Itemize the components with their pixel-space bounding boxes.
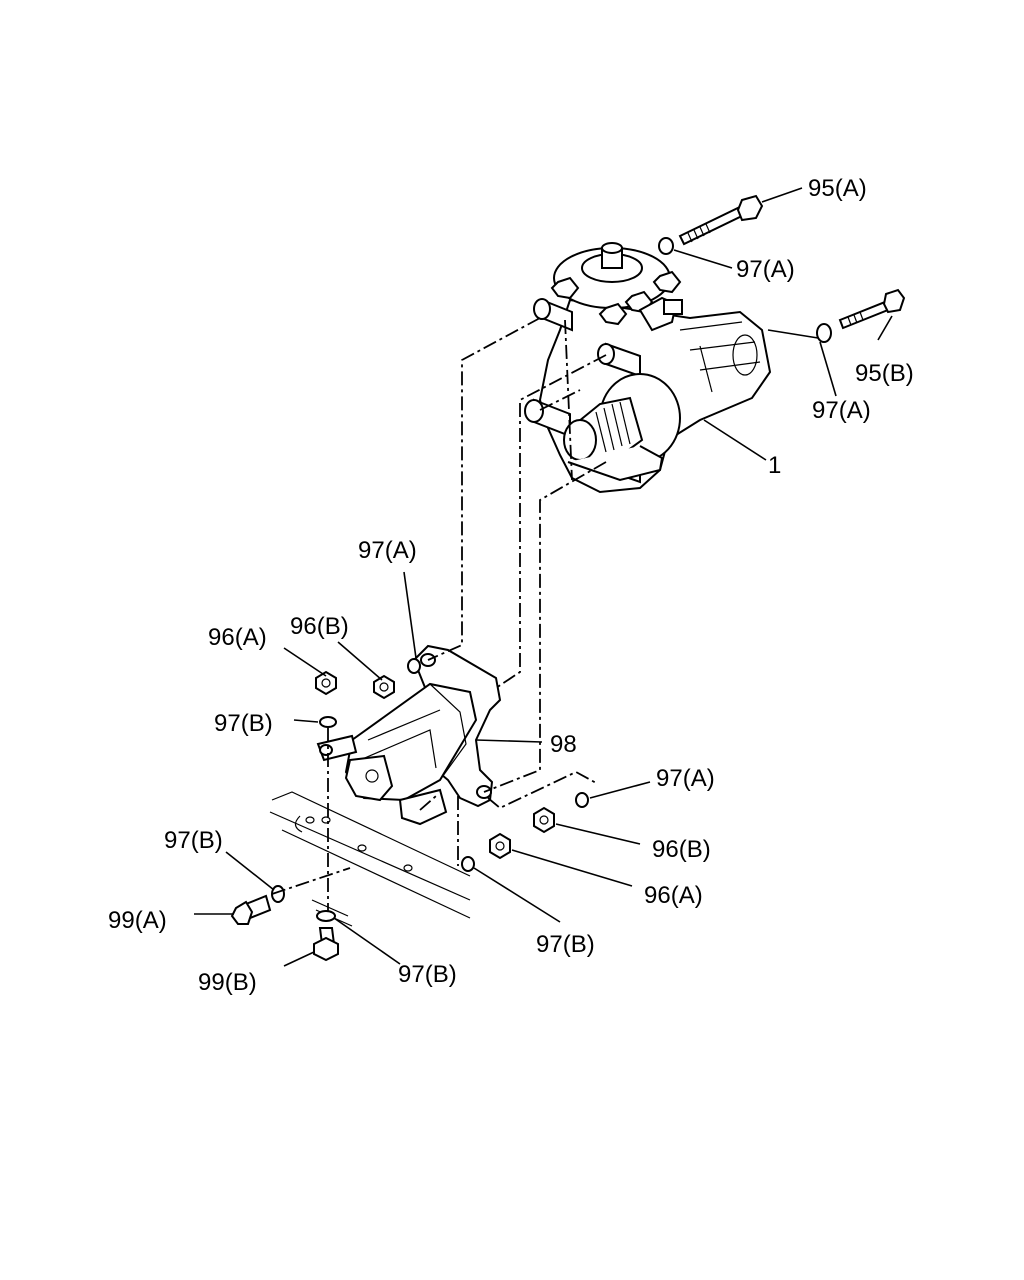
nut-96b-left: [373, 674, 395, 700]
label-1: 1: [768, 452, 781, 479]
label-99a: 99(A): [108, 907, 167, 934]
label-97b-bottom: 97(B): [398, 961, 457, 988]
label-96a-right: 96(A): [644, 882, 703, 909]
washer-97a-right-lower: [575, 792, 589, 808]
part-labels: 95(A) 97(A) 95(B) 97(A) 1 97(A) 96(A) 96…: [108, 175, 914, 996]
label-96b-left: 96(B): [290, 613, 349, 640]
steering-gear-box: [524, 242, 772, 494]
label-97a-right: 97(A): [812, 397, 871, 424]
label-99b: 99(B): [198, 969, 257, 996]
label-95b: 95(B): [855, 360, 914, 387]
label-97a-lower: 97(A): [656, 765, 715, 792]
leader-lines: [194, 187, 893, 967]
label-97b-right: 97(B): [536, 931, 595, 958]
label-97b-top: 97(B): [214, 710, 273, 737]
washer-97b-right: [461, 856, 475, 872]
washer-97a-right: [816, 323, 832, 343]
nut-96b-right: [533, 806, 555, 834]
bolt-99a: [230, 894, 272, 925]
label-95a: 95(A): [808, 175, 867, 202]
bolt-99b: [313, 927, 339, 962]
label-97a-bracket: 97(A): [358, 537, 417, 564]
washer-97a-bracket: [407, 658, 421, 674]
label-96a-left: 96(A): [208, 624, 267, 651]
washer-97b-top: [319, 716, 337, 728]
label-98: 98: [550, 731, 577, 758]
bolt-95b: [838, 288, 906, 330]
washer-97b-bottom: [316, 910, 336, 922]
bracket-98: [316, 644, 502, 826]
frame-rail: [269, 791, 471, 927]
washer-97a-top: [658, 237, 674, 255]
nut-96a-left: [315, 670, 337, 696]
bolt-95a: [678, 194, 764, 246]
nut-96a-right: [489, 832, 511, 860]
assembly-center-lines: [271, 317, 607, 912]
label-96b-right: 96(B): [652, 836, 711, 863]
label-97a-top: 97(A): [736, 256, 795, 283]
label-97b-left: 97(B): [164, 827, 223, 854]
